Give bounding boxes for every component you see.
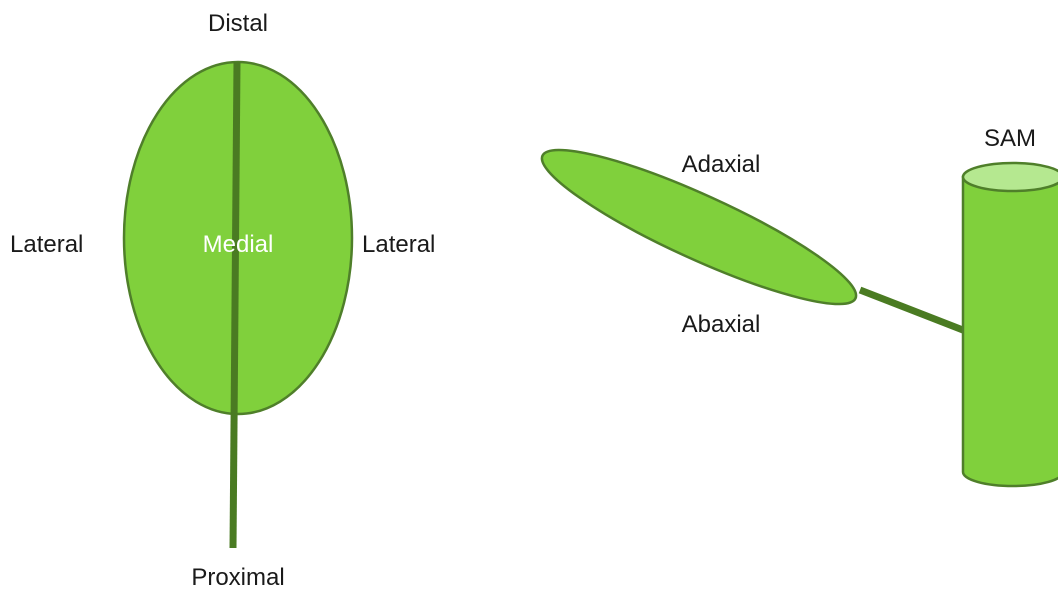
sam-cylinder bbox=[961, 161, 1058, 488]
leaf-side-view bbox=[540, 148, 970, 336]
lateral-right-label: Lateral bbox=[362, 231, 435, 258]
sam-cylinder-top bbox=[961, 161, 1058, 193]
side-leaf-blade bbox=[540, 148, 858, 306]
midrib-petiole bbox=[229, 61, 241, 549]
sam-cylinder-body bbox=[961, 175, 1058, 488]
leaf-front-view bbox=[122, 60, 354, 549]
side-petiole bbox=[858, 286, 970, 336]
sam-label: SAM bbox=[984, 125, 1036, 152]
proximal-label: Proximal bbox=[191, 564, 284, 591]
distal-label: Distal bbox=[208, 10, 268, 37]
medial-label: Medial bbox=[203, 231, 274, 258]
lateral-left-label: Lateral bbox=[10, 231, 83, 258]
adaxial-label: Adaxial bbox=[682, 151, 761, 178]
abaxial-label: Abaxial bbox=[682, 311, 761, 338]
